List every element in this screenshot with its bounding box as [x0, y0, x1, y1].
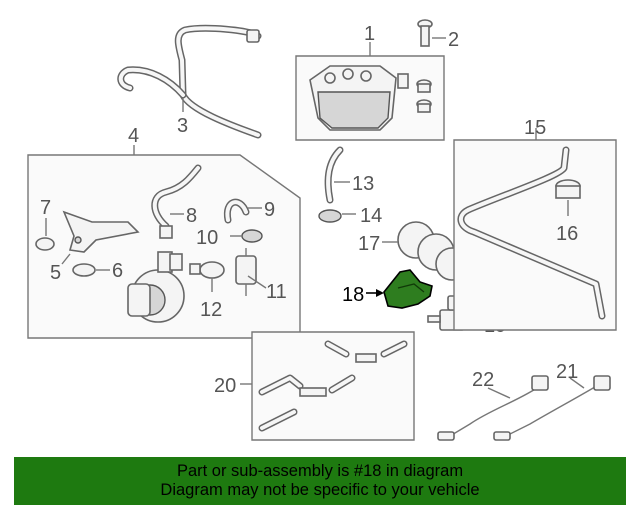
callout-13: 13 — [352, 173, 374, 195]
callout-2: 2 — [448, 29, 459, 51]
hose-part-8[interactable] — [151, 164, 202, 239]
grommet-part-7[interactable] — [35, 237, 55, 251]
callout-21: 21 — [556, 361, 578, 383]
callout-4: 4 — [128, 125, 139, 147]
callout-16: 16 — [556, 223, 578, 245]
hose-part-3[interactable] — [117, 24, 262, 139]
clamp-part-10[interactable] — [241, 229, 263, 243]
callout-18: 18 — [342, 284, 364, 306]
hose-part-13[interactable] — [324, 146, 344, 204]
callout-3: 3 — [177, 115, 188, 137]
hose-part-9[interactable] — [223, 198, 250, 224]
banner-line-1: Part or sub-assembly is #18 in diagram — [176, 462, 464, 480]
pump-assembly-icon[interactable] — [127, 251, 185, 323]
callout-9: 9 — [264, 199, 275, 221]
bracket-part-18-highlighted[interactable] — [383, 269, 433, 309]
banner-line-2: Diagram may not be specific to your vehi… — [160, 481, 480, 499]
fittings-part-20[interactable] — [258, 340, 408, 432]
clamp-part-14[interactable] — [318, 209, 342, 223]
sensor-part-21[interactable] — [493, 375, 611, 441]
screw-part-2[interactable] — [417, 19, 433, 47]
grommet-icon — [416, 79, 432, 113]
grommet-part-6[interactable] — [72, 263, 96, 277]
callout-15: 15 — [524, 117, 546, 139]
charcoal-canister-icon[interactable] — [309, 65, 409, 131]
callout-22: 22 — [472, 369, 494, 391]
hose-part-15[interactable] — [457, 146, 606, 320]
callout-10: 10 — [196, 227, 218, 249]
callout-12: 12 — [200, 299, 222, 321]
parts-diagram: 3 1 2 4 7 5 6 — [27, 19, 617, 441]
callout-8: 8 — [186, 205, 197, 227]
callout-1: 1 — [364, 23, 375, 45]
callout-7: 7 — [40, 197, 51, 219]
callout-6: 6 — [112, 260, 123, 282]
valve-icon[interactable] — [235, 248, 257, 296]
info-banner: Part or sub-assembly is #18 in diagram D… — [14, 457, 626, 505]
callout-11: 11 — [266, 281, 287, 303]
callout-18-arrowhead — [376, 289, 384, 297]
bracket-icon[interactable] — [62, 210, 140, 253]
sensor-icon[interactable] — [437, 375, 549, 441]
callout-5: 5 — [50, 262, 61, 284]
callout-17: 17 — [358, 233, 380, 255]
callout-14: 14 — [360, 205, 382, 227]
callout-20: 20 — [214, 375, 236, 397]
grommet-part-16[interactable] — [555, 179, 581, 199]
